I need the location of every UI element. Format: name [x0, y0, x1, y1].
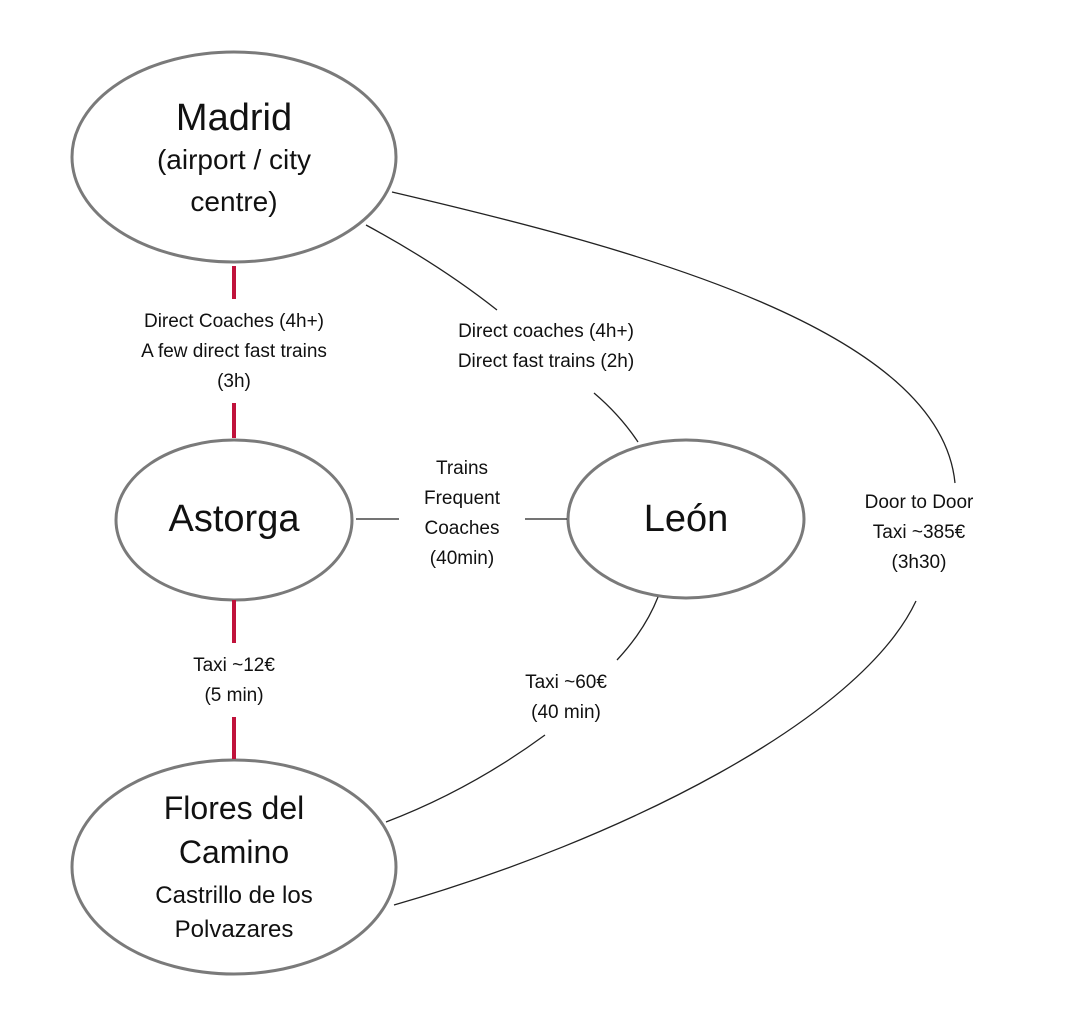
- madrid-flores-label: Door to Door Taxi ~385€ (3h30): [834, 488, 1004, 578]
- flores-title-line1: Flores del: [163, 790, 305, 826]
- flores-subtitle-line2: Polvazares: [174, 916, 294, 943]
- madrid-astorga-line2: A few direct fast trains: [141, 341, 327, 362]
- leon-flores-line-bottom: [385, 734, 546, 823]
- madrid-flores-line-top: [391, 191, 956, 484]
- madrid-flores-line3: (3h30): [891, 552, 947, 573]
- astorga-leon-line3: Coaches: [424, 518, 500, 539]
- leon-flores-line-top: [616, 596, 659, 661]
- leon-node: [566, 438, 806, 600]
- astorga-title: Astorga: [168, 498, 300, 540]
- astorga-leon-line1: Trains: [435, 458, 489, 479]
- madrid-flores-line-bottom: [393, 600, 917, 906]
- madrid-title: Madrid: [175, 97, 293, 139]
- astorga-flores-label: Taxi ~12€ (5 min): [154, 651, 314, 711]
- madrid-leon-line-top: [365, 224, 498, 311]
- madrid-astorga-line1: Direct Coaches (4h+): [143, 311, 325, 332]
- leon-flores-line1: Taxi ~60€: [525, 672, 607, 693]
- madrid-flores-line1: Door to Door: [864, 492, 974, 513]
- leon-flores-label: Taxi ~60€ (40 min): [486, 668, 646, 728]
- flores-node: [70, 758, 398, 976]
- madrid-leon-line1: Direct coaches (4h+): [458, 321, 634, 342]
- madrid-astorga-line3: (3h): [217, 371, 251, 392]
- madrid-node: [70, 50, 398, 264]
- flores-title-line2: Camino: [178, 834, 290, 870]
- madrid-leon-line-bottom: [593, 392, 639, 443]
- flores-subtitle-line1: Castrillo de los: [155, 882, 313, 909]
- madrid-leon-line2: Direct fast trains (2h): [457, 351, 635, 372]
- madrid-subtitle-line1: (airport / city: [156, 144, 312, 175]
- madrid-subtitle-line2: centre): [190, 186, 278, 217]
- madrid-flores-line2: Taxi ~385€: [872, 522, 966, 543]
- astorga-flores-line1: Taxi ~12€: [193, 655, 275, 676]
- leon-flores-line2: (40 min): [531, 702, 601, 723]
- astorga-leon-line4: (40min): [429, 548, 495, 569]
- leon-title: León: [643, 498, 729, 540]
- astorga-leon-label: Trains Frequent Coaches (40min): [402, 454, 522, 574]
- astorga-flores-line2: (5 min): [204, 685, 264, 706]
- madrid-leon-label: Direct coaches (4h+) Direct fast trains …: [416, 317, 676, 377]
- astorga-leon-line2: Frequent: [423, 488, 501, 509]
- madrid-astorga-label: Direct Coaches (4h+) A few direct fast t…: [104, 307, 364, 397]
